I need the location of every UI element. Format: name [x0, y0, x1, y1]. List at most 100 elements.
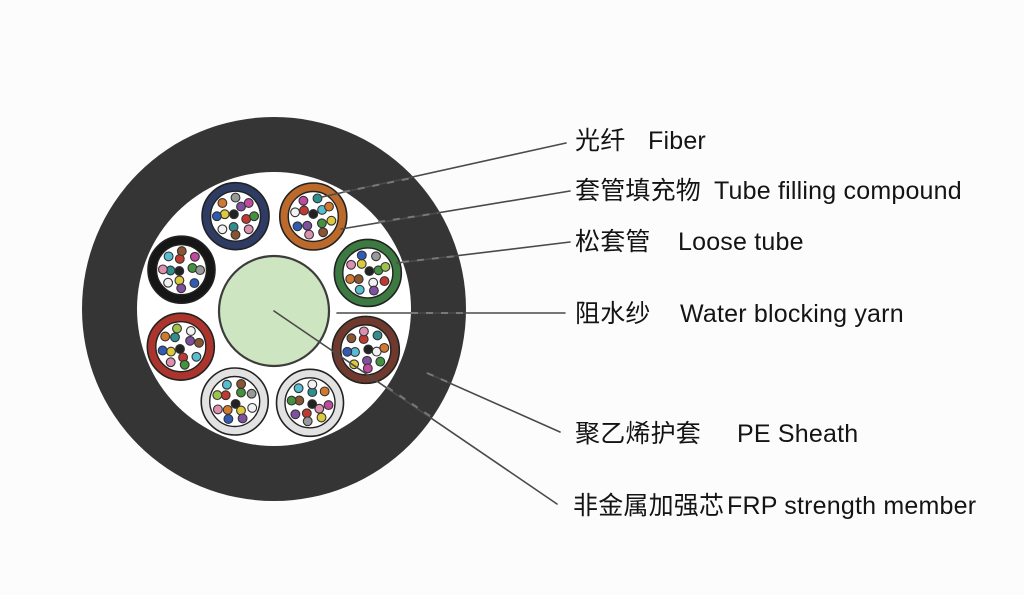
loose-tube-red	[146, 312, 216, 381]
loose-tube-orange	[278, 182, 348, 251]
fiber-dot	[326, 215, 337, 226]
fiber-dot	[223, 414, 234, 424]
fiber-dot	[299, 205, 309, 216]
label-frp-zh: 非金属加强芯	[573, 492, 724, 520]
fiber-dot	[380, 261, 391, 272]
fiber-dot	[222, 404, 233, 415]
fiber-dot	[301, 408, 312, 419]
fiber-dot	[189, 278, 200, 289]
leader-line-frp	[273, 310, 558, 505]
fiber-dot	[249, 211, 260, 222]
fiber-dot	[185, 335, 196, 346]
label-frp-strength-member: 非金属加强芯 FRP strength member	[573, 492, 976, 520]
leader-dash-frp	[386, 386, 434, 419]
fiber-dot	[243, 198, 254, 208]
fiber-dot	[236, 387, 246, 398]
fiber-dot	[319, 386, 330, 397]
fiber-dot	[174, 266, 185, 276]
fiber-dot	[298, 195, 309, 206]
fiber-dot	[345, 274, 356, 284]
loose-tubes-layer	[146, 181, 403, 438]
fiber-dot	[342, 346, 353, 357]
loose-tube-white-left	[200, 367, 270, 436]
label-fiber-en: Fiber	[648, 127, 706, 155]
fiber-dot	[157, 264, 168, 275]
fiber-dot	[163, 277, 174, 288]
fiber-dot	[290, 207, 301, 218]
fiber-dot	[302, 416, 313, 427]
fiber-dot	[236, 405, 246, 416]
fiber-dot	[379, 276, 390, 287]
fiber-dot	[318, 227, 329, 238]
label-water-yarn-en: Water blocking yarn	[680, 300, 904, 328]
fiber-dot	[212, 404, 223, 415]
fiber-dot	[247, 402, 258, 413]
fiber-dot	[314, 403, 325, 414]
fiber-dot	[217, 198, 228, 208]
leader-lines	[273, 142, 571, 505]
fiber-dot	[354, 284, 365, 295]
loose-tube-black	[147, 235, 216, 305]
label-tube-filling-en: Tube filling compound	[714, 177, 962, 205]
fiber-dot	[166, 346, 176, 357]
label-water-blocking-yarn: 阻水纱 Water blocking yarn	[575, 300, 904, 328]
leader-dash-loose-tube	[401, 255, 458, 263]
fiber-dot	[165, 357, 176, 368]
fiber-dot	[212, 390, 223, 401]
leader-dash-pe-sheath	[426, 372, 451, 384]
loose-tube-brown	[331, 315, 401, 385]
label-loose-tube-en: Loose tube	[678, 228, 804, 256]
fiber-dot	[356, 258, 367, 269]
fiber-dot	[371, 251, 381, 262]
fiber-dot	[364, 266, 375, 277]
label-water-yarn-zh: 阻水纱	[575, 300, 651, 328]
label-fiber: 光纤 Fiber	[575, 127, 706, 155]
fiber-dot	[211, 211, 222, 222]
fiber-dot	[160, 331, 171, 342]
fiber-dot	[230, 229, 241, 240]
fiber-dot	[217, 224, 228, 235]
fiber-dot	[170, 332, 180, 343]
fiber-dot	[312, 193, 323, 204]
label-pe-sheath-en: PE Sheath	[737, 420, 858, 448]
leader-dash-tube-filling	[377, 212, 439, 223]
fiber-dot	[185, 326, 196, 336]
labels: 光纤 Fiber 套管填充物 Tube filling compound 松套管…	[573, 127, 976, 520]
fiber-dot	[302, 220, 313, 231]
fiber-dot	[375, 356, 386, 367]
fiber-dot	[356, 250, 367, 261]
fiber-dot	[324, 201, 334, 212]
fiber-dot	[368, 285, 379, 296]
fiber-dot	[304, 229, 315, 240]
fiber-dot	[246, 388, 257, 399]
fiber-dot	[179, 359, 190, 370]
fiber-dot	[308, 209, 319, 219]
fiber-dot	[316, 412, 327, 423]
fiber-dot	[175, 344, 185, 354]
fiber-dot	[236, 379, 247, 389]
fiber-dot	[220, 390, 231, 401]
fiber-dot	[379, 342, 390, 353]
label-tube-filling-zh: 套管填充物	[575, 177, 701, 205]
fiber-dot	[363, 344, 374, 355]
fiber-dot	[286, 395, 297, 406]
fiber-dot	[293, 383, 304, 394]
fiber-dot	[228, 209, 239, 220]
fiber-dot	[323, 400, 334, 411]
fiber-dot	[346, 333, 357, 344]
fiber-dot	[194, 337, 204, 348]
fiber-dot	[195, 265, 206, 276]
fiber-dot	[368, 277, 379, 288]
label-tube-filling-compound: 套管填充物 Tube filling compound	[575, 177, 962, 205]
label-pe-sheath-zh: 聚乙烯护套	[575, 420, 701, 448]
fiber-dot	[237, 413, 248, 424]
fiber-dot	[221, 379, 232, 390]
fiber-dot	[307, 379, 318, 390]
label-frp-en: FRP strength member	[727, 492, 976, 520]
label-loose-tube: 松套管 Loose tube	[575, 228, 804, 256]
fiber-dot	[292, 221, 303, 232]
fiber-dot	[307, 399, 318, 410]
label-pe-sheath: 聚乙烯护套 PE Sheath	[575, 420, 858, 448]
